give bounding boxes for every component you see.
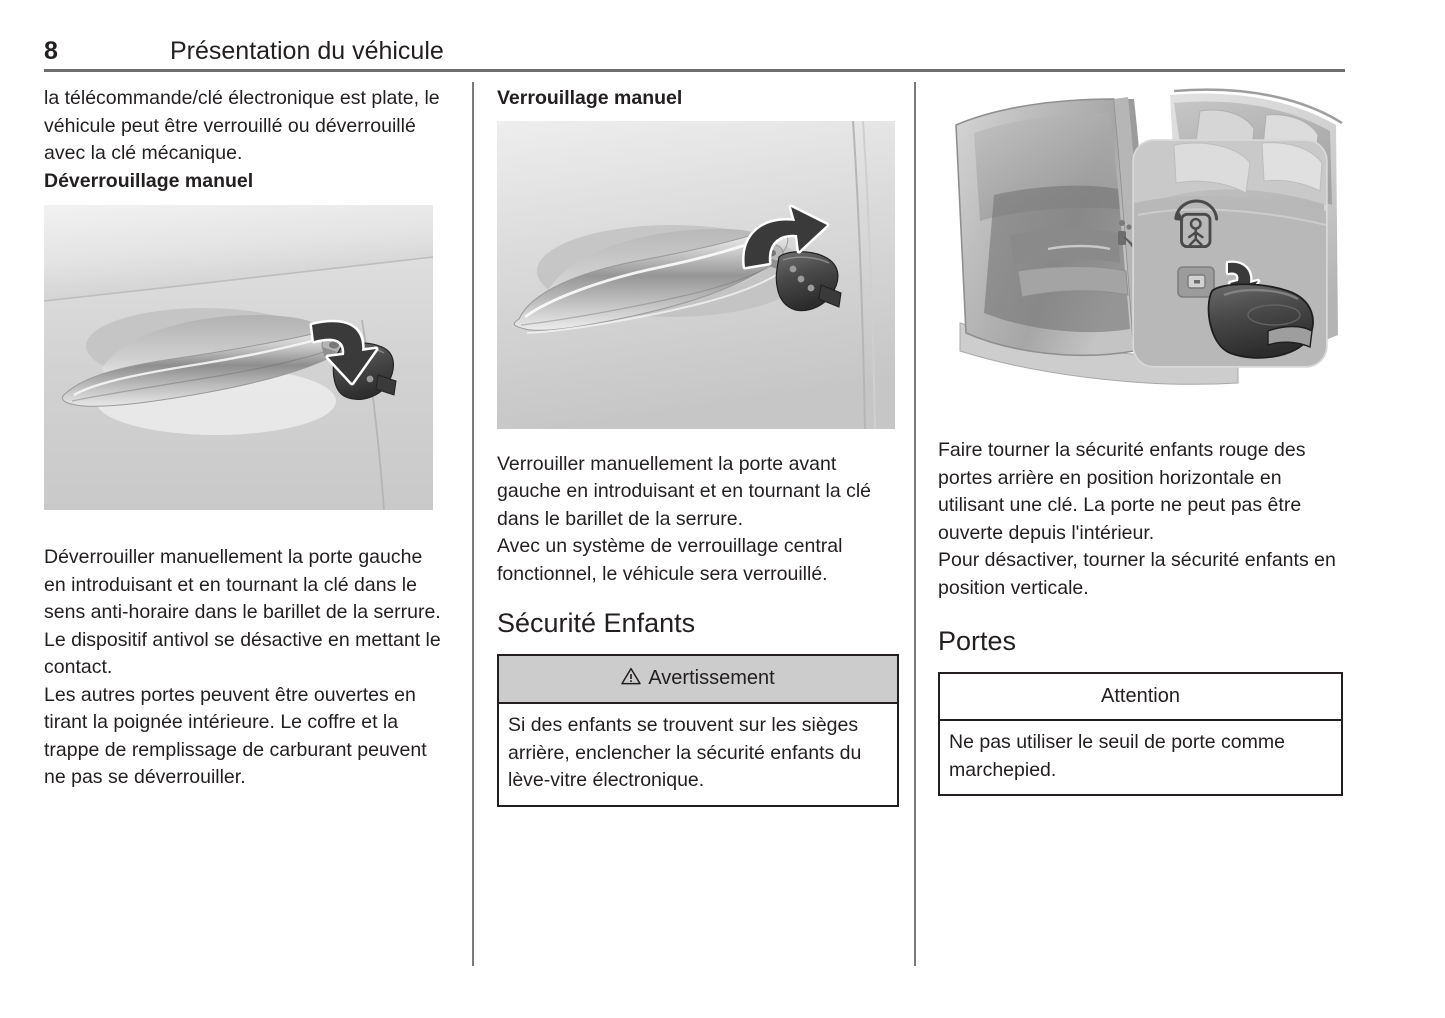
right-column: Faire tourner la sécurité enfants rouge … — [938, 85, 1343, 796]
section-title-doors: Portes — [938, 626, 1017, 656]
page-header: 8 Présentation du véhicule — [44, 36, 1345, 72]
left-intro-paragraph: la télécommande/clé électronique est pla… — [44, 87, 440, 164]
detail-callout — [1132, 139, 1328, 368]
caution-notice-text: Ne pas utiliser le seuil de porte comme … — [949, 731, 1285, 781]
rear-door-child-lock-illustration — [938, 85, 1343, 415]
header-rule — [44, 69, 1345, 72]
child-lock-slot — [1118, 220, 1132, 245]
caution-notice-header: Attention — [940, 674, 1341, 721]
middle-paragraph-2: Avec un système de verrouillage central … — [497, 535, 843, 585]
warning-notice-text: Si des enfants se trouvent sur les siège… — [508, 714, 862, 791]
middle-subheading: Verrouillage manuel — [497, 87, 683, 109]
door-handle-lock-svg — [497, 120, 895, 429]
warning-notice-box: Avertissement Si des enfants se trouvent… — [497, 654, 899, 807]
caution-notice-body: Ne pas utiliser le seuil de porte comme … — [940, 721, 1341, 794]
rotate-arrow-down-icon — [309, 319, 379, 386]
left-paragraph-2: Le dispositif antivol se désactive en me… — [44, 628, 441, 679]
left-subheading: Déverrouillage manuel — [44, 169, 254, 192]
warning-notice-title: Avertissement — [648, 667, 775, 689]
door-handle-unlock-svg — [44, 205, 433, 510]
door-handle-key-lock-illustration — [497, 120, 895, 429]
rear-door-child-lock-svg — [938, 85, 1343, 415]
caution-notice-box: Attention Ne pas utiliser le seuil de po… — [938, 672, 1343, 796]
middle-paragraph-1: Verrouiller manuellement la porte avant … — [497, 452, 872, 530]
left-paragraph-1: Déverrouiller manuellement la porte gauc… — [44, 546, 441, 623]
key-fob — [761, 250, 842, 311]
warning-notice-header: Avertissement — [499, 656, 897, 704]
key-fob-magnified — [1207, 283, 1314, 359]
right-paragraph-1: Faire tourner la sécurité enfants rouge … — [938, 439, 1306, 544]
child-lock-slot-magnified — [1177, 266, 1215, 298]
warning-triangle-icon — [621, 666, 642, 692]
left-paragraph-3: Les autres portes peuvent être ouvertes … — [44, 683, 427, 789]
right-paragraph-2: Pour désactiver, tourner la sécurité enf… — [938, 549, 1336, 599]
page-number: 8 — [44, 37, 58, 65]
rotate-arrow-up-icon — [742, 204, 830, 269]
left-column: la télécommande/clé électronique est pla… — [44, 85, 444, 792]
column-divider-1 — [472, 82, 474, 966]
child-safety-lock-pictogram — [1174, 199, 1219, 249]
warning-notice-body: Si des enfants se trouvent sur les siège… — [499, 704, 897, 805]
section-title-child-safety: Sécurité Enfants — [497, 608, 696, 638]
middle-column: Verrouillage manuel — [497, 85, 899, 807]
chapter-title: Présentation du véhicule — [170, 37, 444, 65]
caution-notice-title: Attention — [1101, 685, 1180, 707]
door-handle-key-unlock-illustration — [44, 205, 433, 510]
column-divider-2 — [914, 82, 916, 966]
